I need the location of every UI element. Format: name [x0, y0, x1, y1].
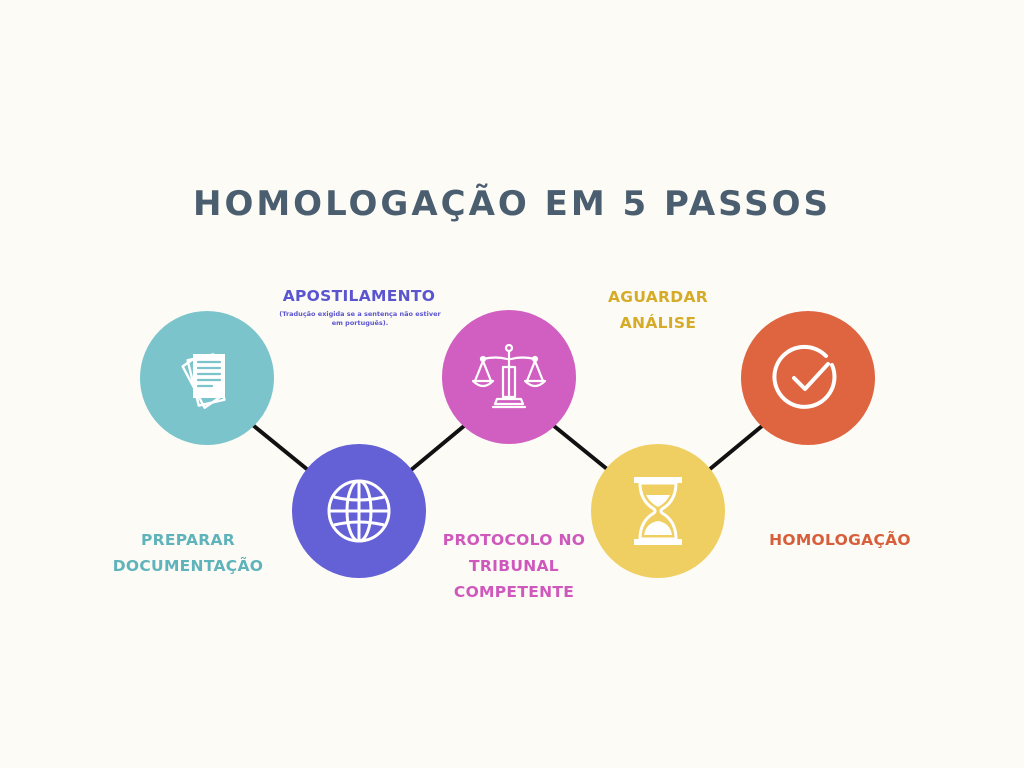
step-3-circle: [442, 310, 576, 444]
connector-1-2: [252, 424, 310, 472]
step-5-label-line-1: HOMOLOGAÇÃO: [769, 531, 911, 549]
step-2-circle: [292, 444, 426, 578]
check-circle-icon: [772, 344, 837, 409]
step-2-note: (Tradução exigida se a sentença não esti…: [260, 310, 460, 328]
step-3-label-line-3: COMPETENTE: [453, 583, 575, 601]
step-2-note-line-1: (Tradução exigida se a sentença não esti…: [279, 310, 441, 318]
step-2-label-line-1: APOSTILAMENTO: [282, 287, 436, 305]
step-2-label: APOSTILAMENTO: [258, 283, 460, 309]
step-5-circle: [741, 311, 875, 445]
step-4-circle: [591, 444, 725, 578]
documents-icon: [181, 353, 226, 409]
step-3-label-line-2: TRIBUNAL: [469, 557, 559, 575]
step-1-circle: [140, 311, 274, 445]
globe-icon: [327, 479, 391, 543]
step-4-label-line-1: AGUARDAR: [608, 288, 708, 306]
step-4-label: AGUARDAR ANÁLISE: [588, 284, 728, 336]
page-title: HOMOLOGAÇÃO EM 5 PASSOS: [192, 184, 832, 224]
step-1-label: PREPARAR DOCUMENTAÇÃO: [100, 527, 276, 579]
step-3-label: PROTOCOLO NO TRIBUNAL COMPETENTE: [420, 527, 608, 605]
step-2-note-line-2: em português).: [331, 319, 389, 327]
connector-4-5: [708, 424, 764, 471]
connector-2-3: [409, 424, 466, 472]
step-1-label-line-1: PREPARAR: [140, 531, 236, 549]
step-4-label-line-2: ANÁLISE: [619, 314, 697, 332]
step-5-label: HOMOLOGAÇÃO: [752, 527, 928, 553]
connector-3-4: [552, 424, 609, 471]
step-3-label-line-1: PROTOCOLO NO: [442, 531, 586, 549]
step-1-label-line-2: DOCUMENTAÇÃO: [112, 557, 264, 575]
scales-icon: [471, 343, 547, 409]
hourglass-icon: [634, 477, 682, 545]
